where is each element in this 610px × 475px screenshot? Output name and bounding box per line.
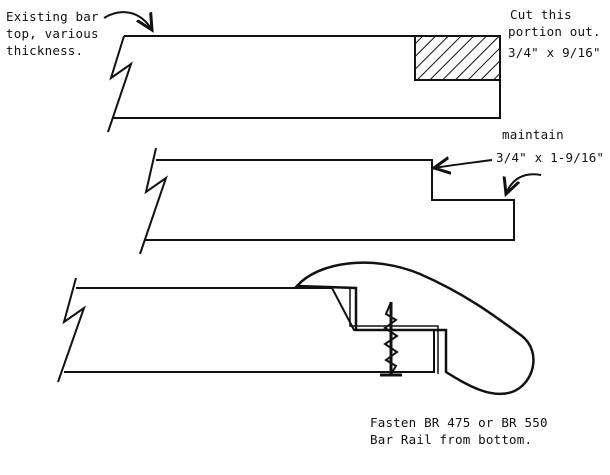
fasten-label: Fasten BR 475 or BR 550 Bar Rail from bo… [370,414,548,448]
fasten-label-line: Fasten BR 475 or BR 550 [370,415,548,430]
fasten-label-line: Bar Rail from bottom. [370,432,533,447]
notched-bar-top-board [139,147,515,255]
cut-portion-label: Cut this portion out. 3/4" x 9/16" [508,6,601,61]
maintain-label-line: maintain [502,127,564,142]
bar-rail-inner-edge [349,288,439,374]
existing-bar-label: Existing bar top, various thickness. [6,8,99,59]
existing-bar-arrow [103,11,152,30]
cut-portion-hatch [414,35,501,81]
cut-portion-label-line: Cut this [510,7,572,22]
screw-icon [380,301,402,377]
existing-bar-label-line: top, various [6,26,99,41]
cut-portion-label-line: portion out. [508,24,601,39]
existing-bar-label-line: Existing bar [6,9,99,24]
maintain-arrow [434,160,493,168]
break-line-icon [139,147,168,255]
maintain-label-line: 3/4" x 1-9/16" [496,150,605,165]
existing-bar-label-line: thickness. [6,43,84,58]
maintain-label: maintain 3/4" x 1-9/16" [496,126,604,166]
break-line-icon [57,277,86,383]
bar-rail-molding [294,261,535,396]
break-line-icon [107,35,133,133]
cut-portion-label-line: 3/4" x 9/16" [508,45,601,60]
maintain-arrow-2 [506,173,542,194]
